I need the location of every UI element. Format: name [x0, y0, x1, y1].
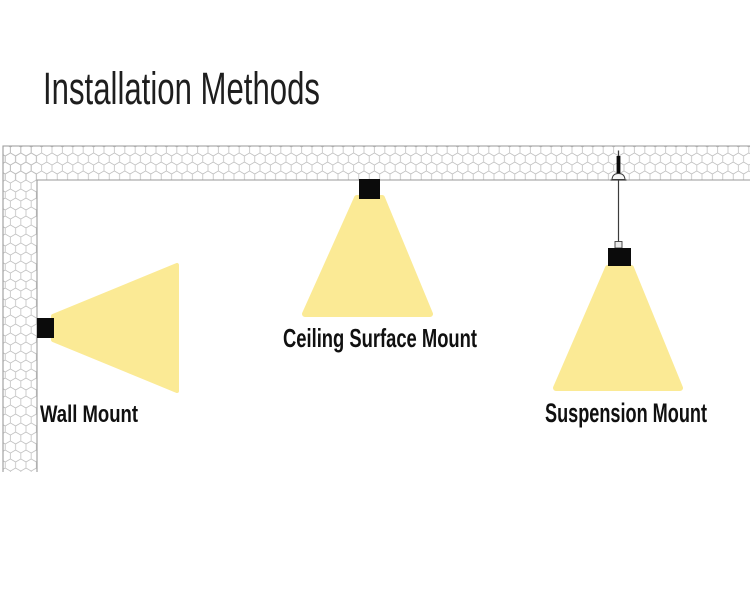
wall-mount-fixture-icon [37, 318, 54, 338]
page-title: Installation Methods [43, 63, 320, 114]
suspension-screw-icon [616, 156, 621, 174]
wall-mount-label: Wall Mount [40, 401, 138, 428]
suspension-mount-group: Suspension Mount [545, 150, 707, 428]
suspension-fixture-icon [608, 248, 631, 266]
suspension-anchor-icon [611, 172, 626, 180]
structure-inner-edge [36, 179, 750, 472]
building-structure [2, 145, 750, 472]
wall-mount-beam [51, 263, 179, 393]
structure-outer-edge [2, 145, 750, 472]
wall-mount-group: Wall Mount [37, 263, 179, 428]
ceiling-mount-beam [302, 195, 433, 317]
suspension-connector-icon [614, 241, 623, 249]
wall-hatch [3, 146, 37, 472]
suspension-mount-label: Suspension Mount [545, 398, 707, 428]
ceiling-hatch [3, 146, 750, 180]
ceiling-mount-fixture-icon [359, 179, 380, 199]
ceiling-surface-mount-group: Ceiling Surface Mount [283, 179, 477, 353]
ceiling-surface-mount-label: Ceiling Surface Mount [283, 323, 477, 353]
suspension-mount-beam [553, 265, 683, 391]
